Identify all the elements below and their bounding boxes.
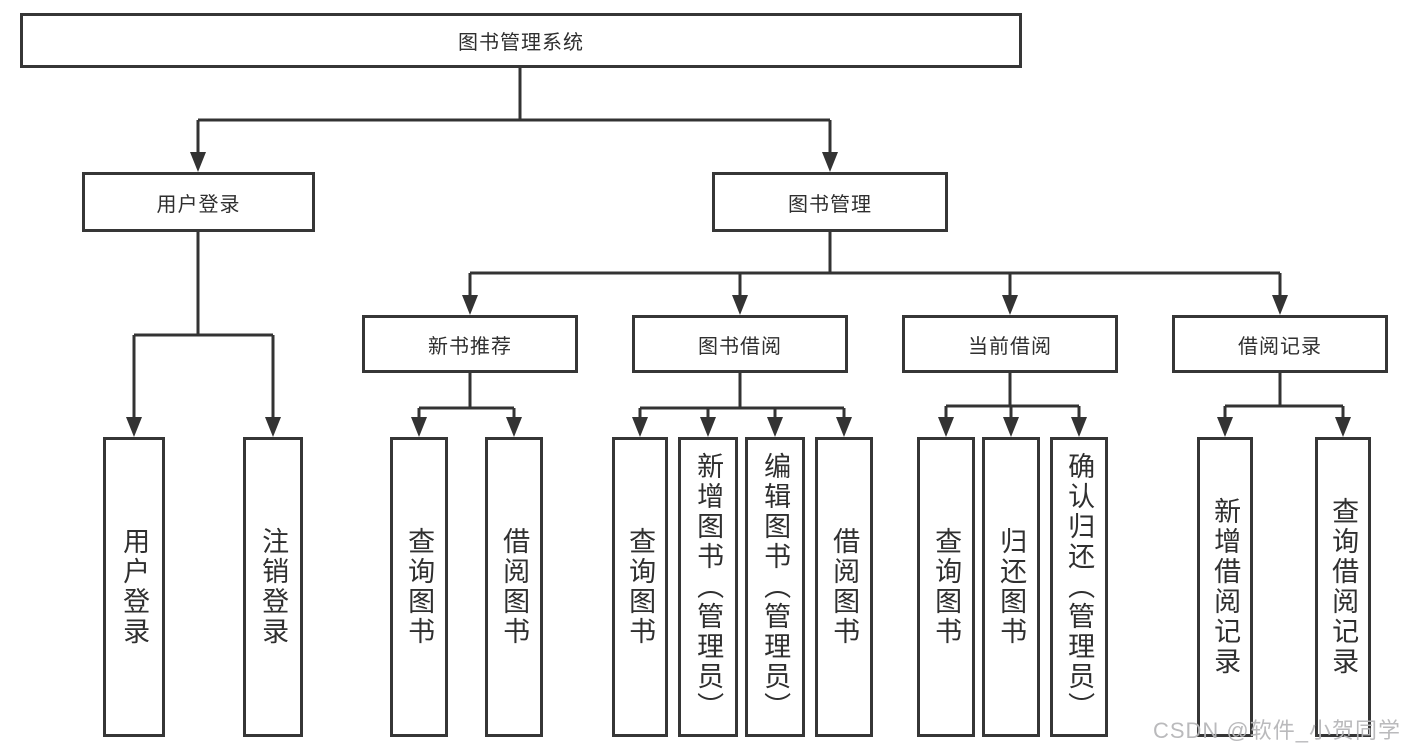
node-label: 新增图书（管理员） — [693, 452, 724, 722]
node-label: 新书推荐 — [428, 335, 512, 358]
node-user-login: 用户登录 — [82, 172, 315, 232]
node-label: 查询图书 — [404, 527, 435, 647]
leaf-return-books: 归还图书 — [982, 437, 1040, 737]
connector-book-borrow-children — [638, 373, 846, 421]
node-label: 借阅记录 — [1238, 335, 1322, 358]
leaf-query-books: 查询图书 — [917, 437, 975, 737]
node-label: 查询图书 — [625, 527, 656, 647]
node-book-borrowing: 图书借阅 — [632, 315, 848, 373]
node-label: 归还图书 — [996, 527, 1027, 647]
leaf-query-books: 查询图书 — [612, 437, 668, 737]
connector-borrow-record-children — [1223, 373, 1345, 421]
leaf-user-login: 用户登录 — [103, 437, 165, 737]
node-label: 图书管理 — [788, 193, 872, 216]
leaf-query-borrow-record: 查询借阅记录 — [1315, 437, 1371, 737]
csdn-watermark: CSDN @软件_小贺同学 — [1152, 718, 1401, 743]
node-borrowing-records: 借阅记录 — [1172, 315, 1388, 373]
leaf-query-books: 查询图书 — [390, 437, 448, 737]
connector-new-book-children — [417, 373, 516, 421]
node-label: 借阅图书 — [499, 527, 530, 647]
node-label: 查询图书 — [931, 527, 962, 647]
node-label: 注销登录 — [258, 527, 289, 647]
node-book-management: 图书管理 — [712, 172, 948, 232]
node-label: 确认归还（管理员） — [1064, 452, 1095, 722]
node-label: 新增借阅记录 — [1210, 497, 1241, 677]
connector-root-to-level2 — [196, 68, 832, 156]
node-label: 用户登录 — [156, 193, 241, 216]
leaf-add-borrow-record: 新增借阅记录 — [1197, 437, 1253, 737]
node-label: 图书借阅 — [698, 335, 782, 358]
node-current-borrowing: 当前借阅 — [902, 315, 1118, 373]
connector-book-mgmt-children — [468, 232, 1282, 299]
node-new-book-recommend: 新书推荐 — [362, 315, 578, 373]
leaf-borrow-books: 借阅图书 — [485, 437, 543, 737]
node-label: 图书管理系统 — [458, 32, 584, 54]
arrowheads — [126, 152, 1351, 437]
node-label: 查询借阅记录 — [1328, 497, 1359, 677]
leaf-add-books-admin: 新增图书（管理员） — [678, 437, 738, 737]
connector-current-borrow-children — [944, 373, 1081, 421]
node-label: 当前借阅 — [968, 335, 1052, 358]
leaf-borrow-books: 借阅图书 — [815, 437, 873, 737]
node-label: 借阅图书 — [829, 527, 860, 647]
leaf-edit-books-admin: 编辑图书（管理员） — [745, 437, 805, 737]
node-root-library-system: 图书管理系统 — [20, 13, 1022, 68]
node-label: 编辑图书（管理员） — [760, 452, 791, 722]
node-label: 用户登录 — [119, 527, 150, 647]
leaf-confirm-return-admin: 确认归还（管理员） — [1050, 437, 1108, 737]
leaf-logout: 注销登录 — [243, 437, 303, 737]
connector-user-login-children — [132, 232, 275, 421]
